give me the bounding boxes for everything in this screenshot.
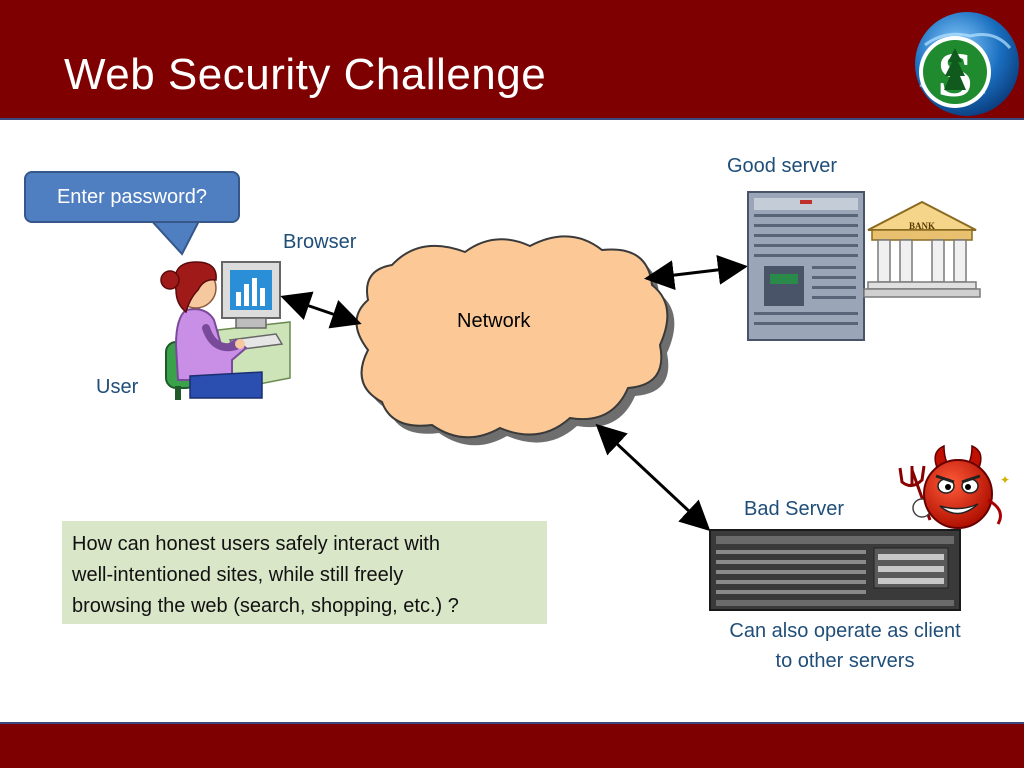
stanford-logo-icon: S	[915, 12, 1019, 116]
network-goodserver-arrow	[644, 254, 748, 291]
good-server-icon	[747, 191, 865, 341]
slide-title: Web Security Challenge	[64, 50, 547, 99]
svg-text:✦: ✦	[1000, 473, 1010, 487]
network-badserver-arrow	[595, 423, 711, 532]
footer-bar	[0, 722, 1024, 768]
browser-label: Browser	[283, 231, 357, 253]
enter-password-callout: Enter password?	[24, 171, 240, 223]
network-cloud	[355, 235, 669, 439]
good-server-label: Good server	[727, 155, 838, 177]
title-bar: Web Security Challenge	[0, 0, 1024, 120]
question-line-2: well-intentioned sites, while still free…	[72, 564, 404, 586]
bank-sign: BANK	[909, 221, 935, 231]
bad-server-icon	[709, 529, 961, 611]
client-note-line1: Can also operate as client	[729, 620, 961, 642]
callout-tail	[147, 218, 202, 256]
user-network-arrow	[280, 291, 362, 329]
devil-icon: ✦	[898, 444, 1010, 529]
question-line-1: How can honest users safely interact wit…	[72, 533, 440, 555]
bank-icon	[863, 200, 981, 298]
user-label: User	[96, 376, 139, 398]
question-box: How can honest users safely interact wit…	[62, 521, 547, 624]
client-note-line2: to other servers	[775, 650, 915, 672]
user-at-computer-icon	[160, 261, 291, 400]
network-label: Network	[457, 310, 531, 332]
question-line-3: browsing the web (search, shopping, etc.…	[72, 595, 459, 617]
bad-server-label: Bad Server	[744, 498, 845, 520]
